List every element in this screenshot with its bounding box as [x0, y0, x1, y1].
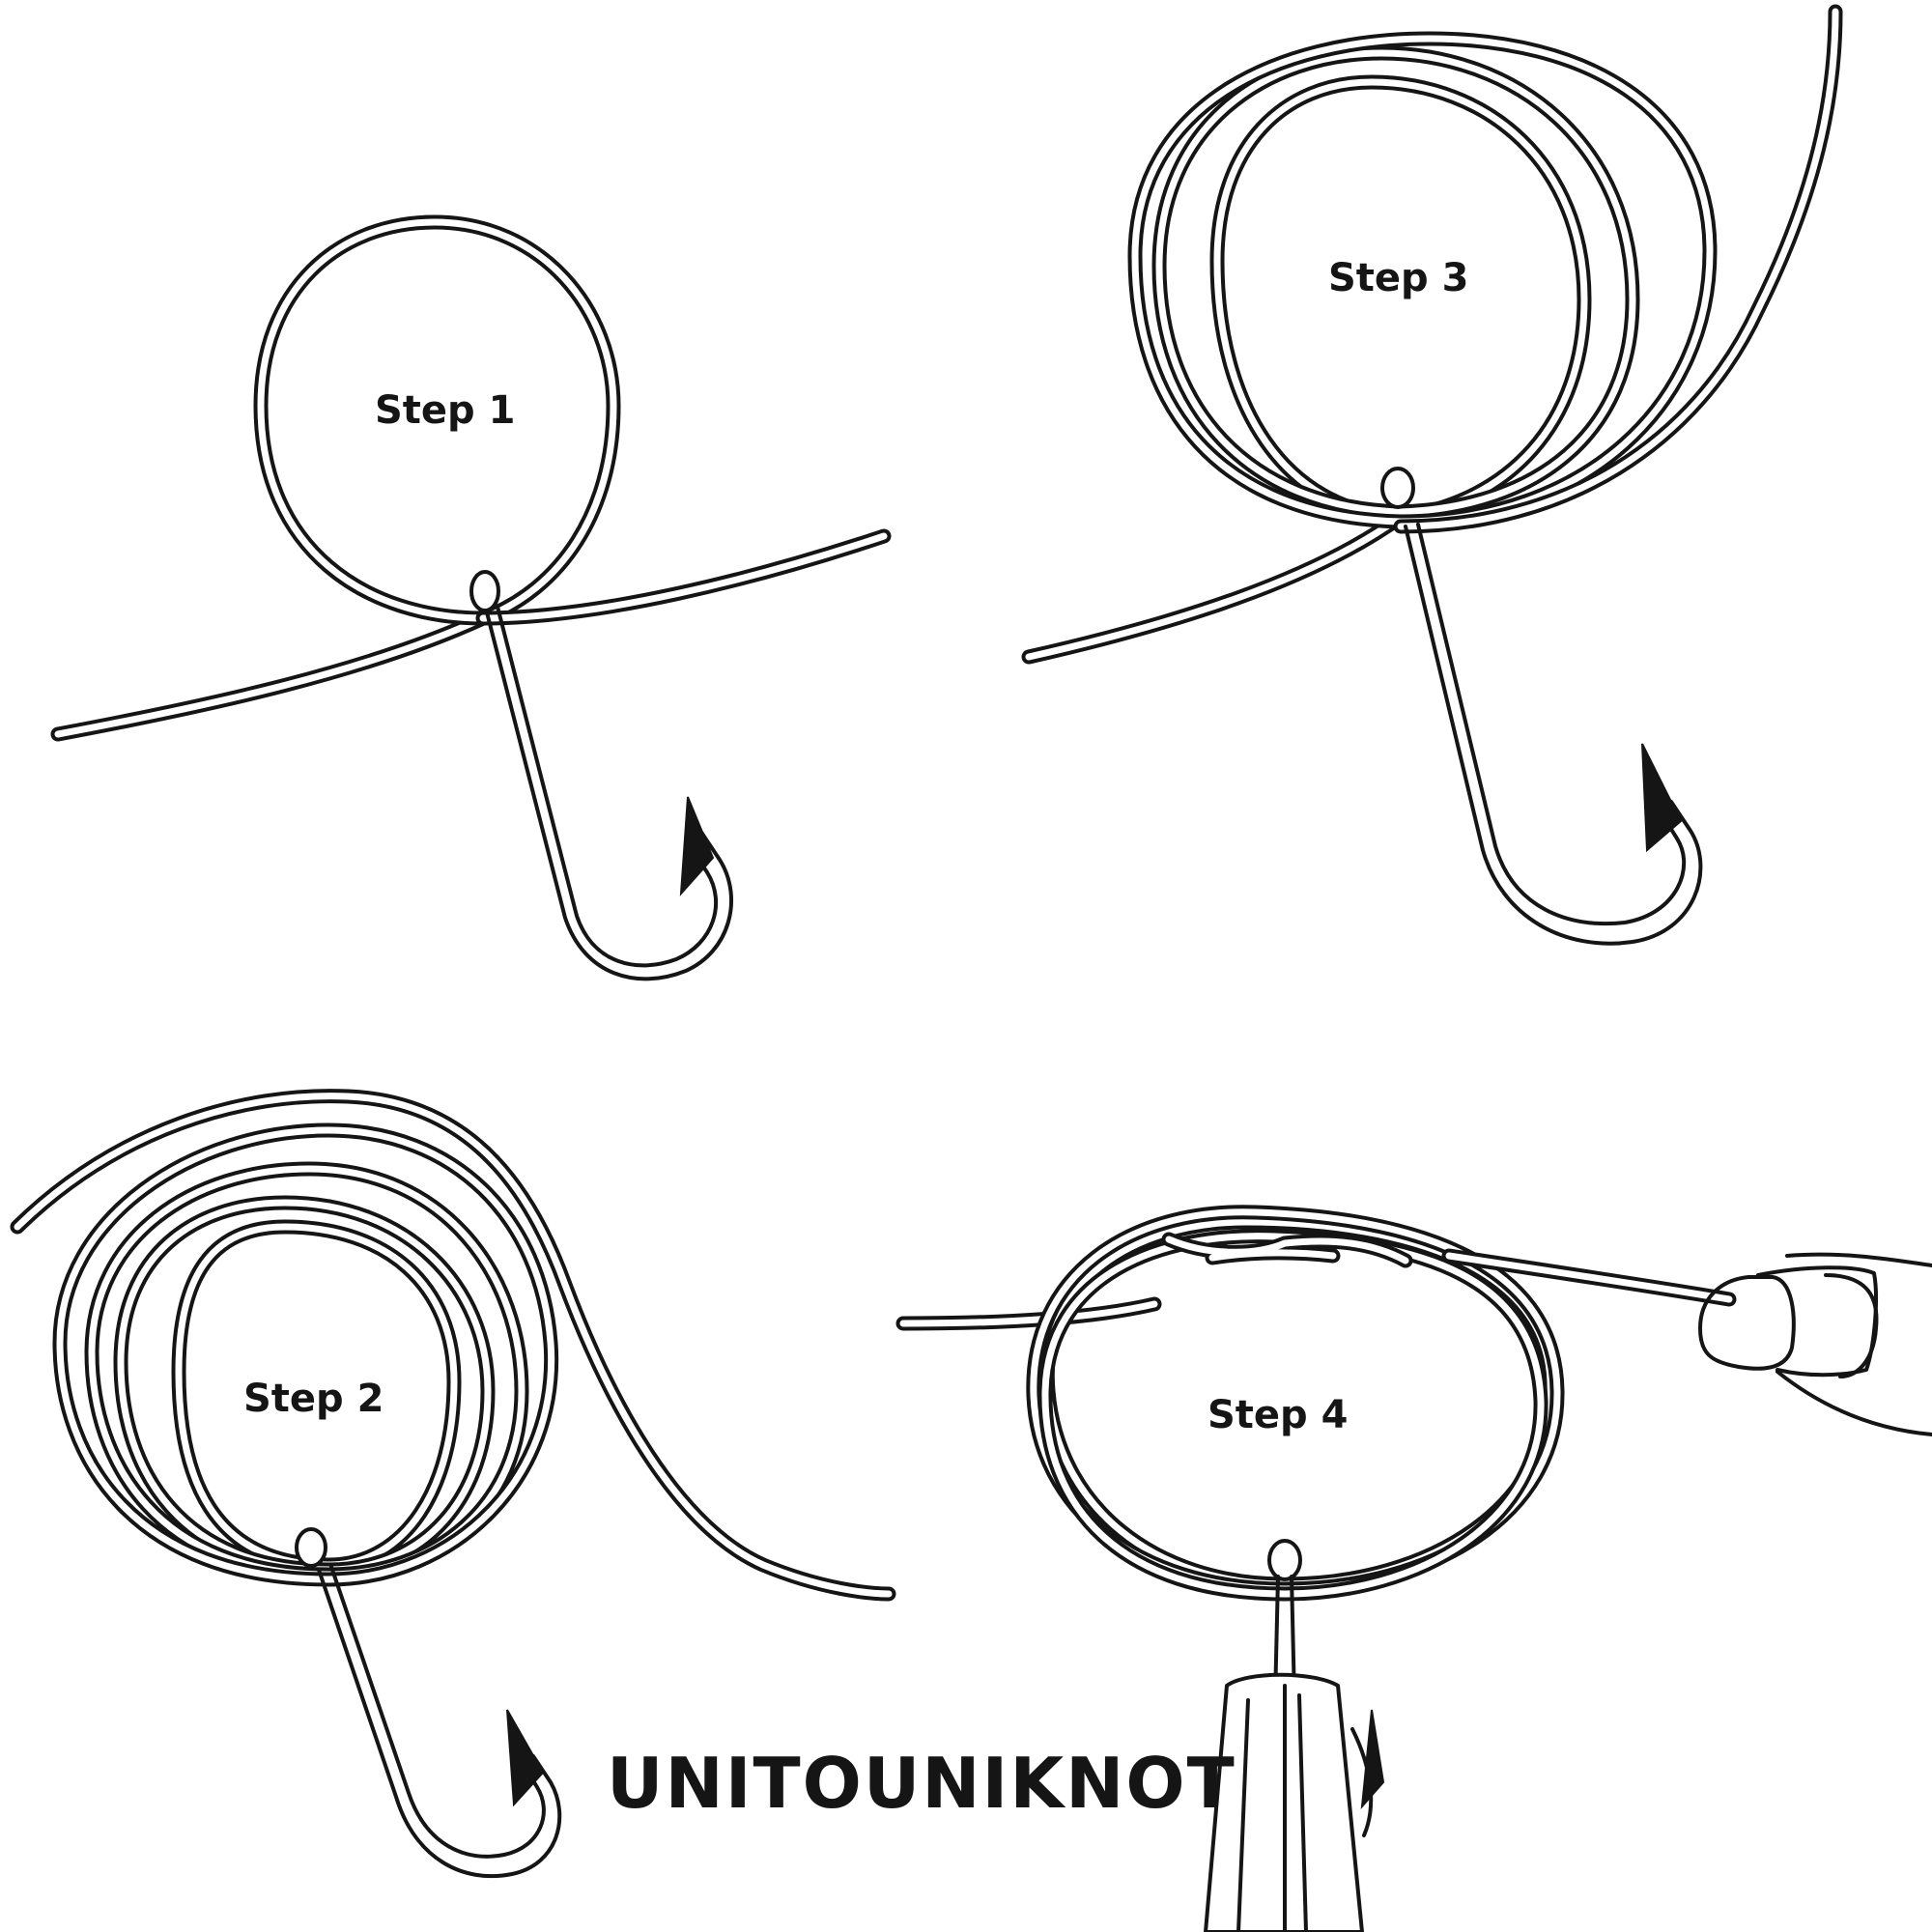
step-4-figure: [895, 1205, 1932, 1932]
step-1-hook: [469, 570, 734, 981]
step-1-figure: [50, 214, 892, 981]
step-4-label: Step 4: [1208, 1393, 1349, 1437]
step-4-pliers: [1204, 1672, 1364, 1932]
step-2-hook: [295, 1527, 562, 1879]
step-4-line: [895, 1205, 1737, 1602]
step-1-line: [50, 214, 892, 742]
step-3-label: Step 3: [1328, 256, 1469, 300]
step-4-fingertips: [1698, 1252, 1932, 1436]
knot-title: UNITOUNIKNOT: [607, 1743, 1236, 1824]
step-3-figure: [1021, 4, 1843, 946]
step-2-figure: [10, 1089, 896, 1879]
step-1-label: Step 1: [375, 388, 516, 433]
step-3-hook: [1380, 467, 1703, 946]
step-3-line: [1021, 4, 1843, 665]
step-2-label: Step 2: [243, 1377, 384, 1421]
step-4-hook: [1267, 1539, 1385, 1837]
step-2-line: [10, 1089, 896, 1602]
